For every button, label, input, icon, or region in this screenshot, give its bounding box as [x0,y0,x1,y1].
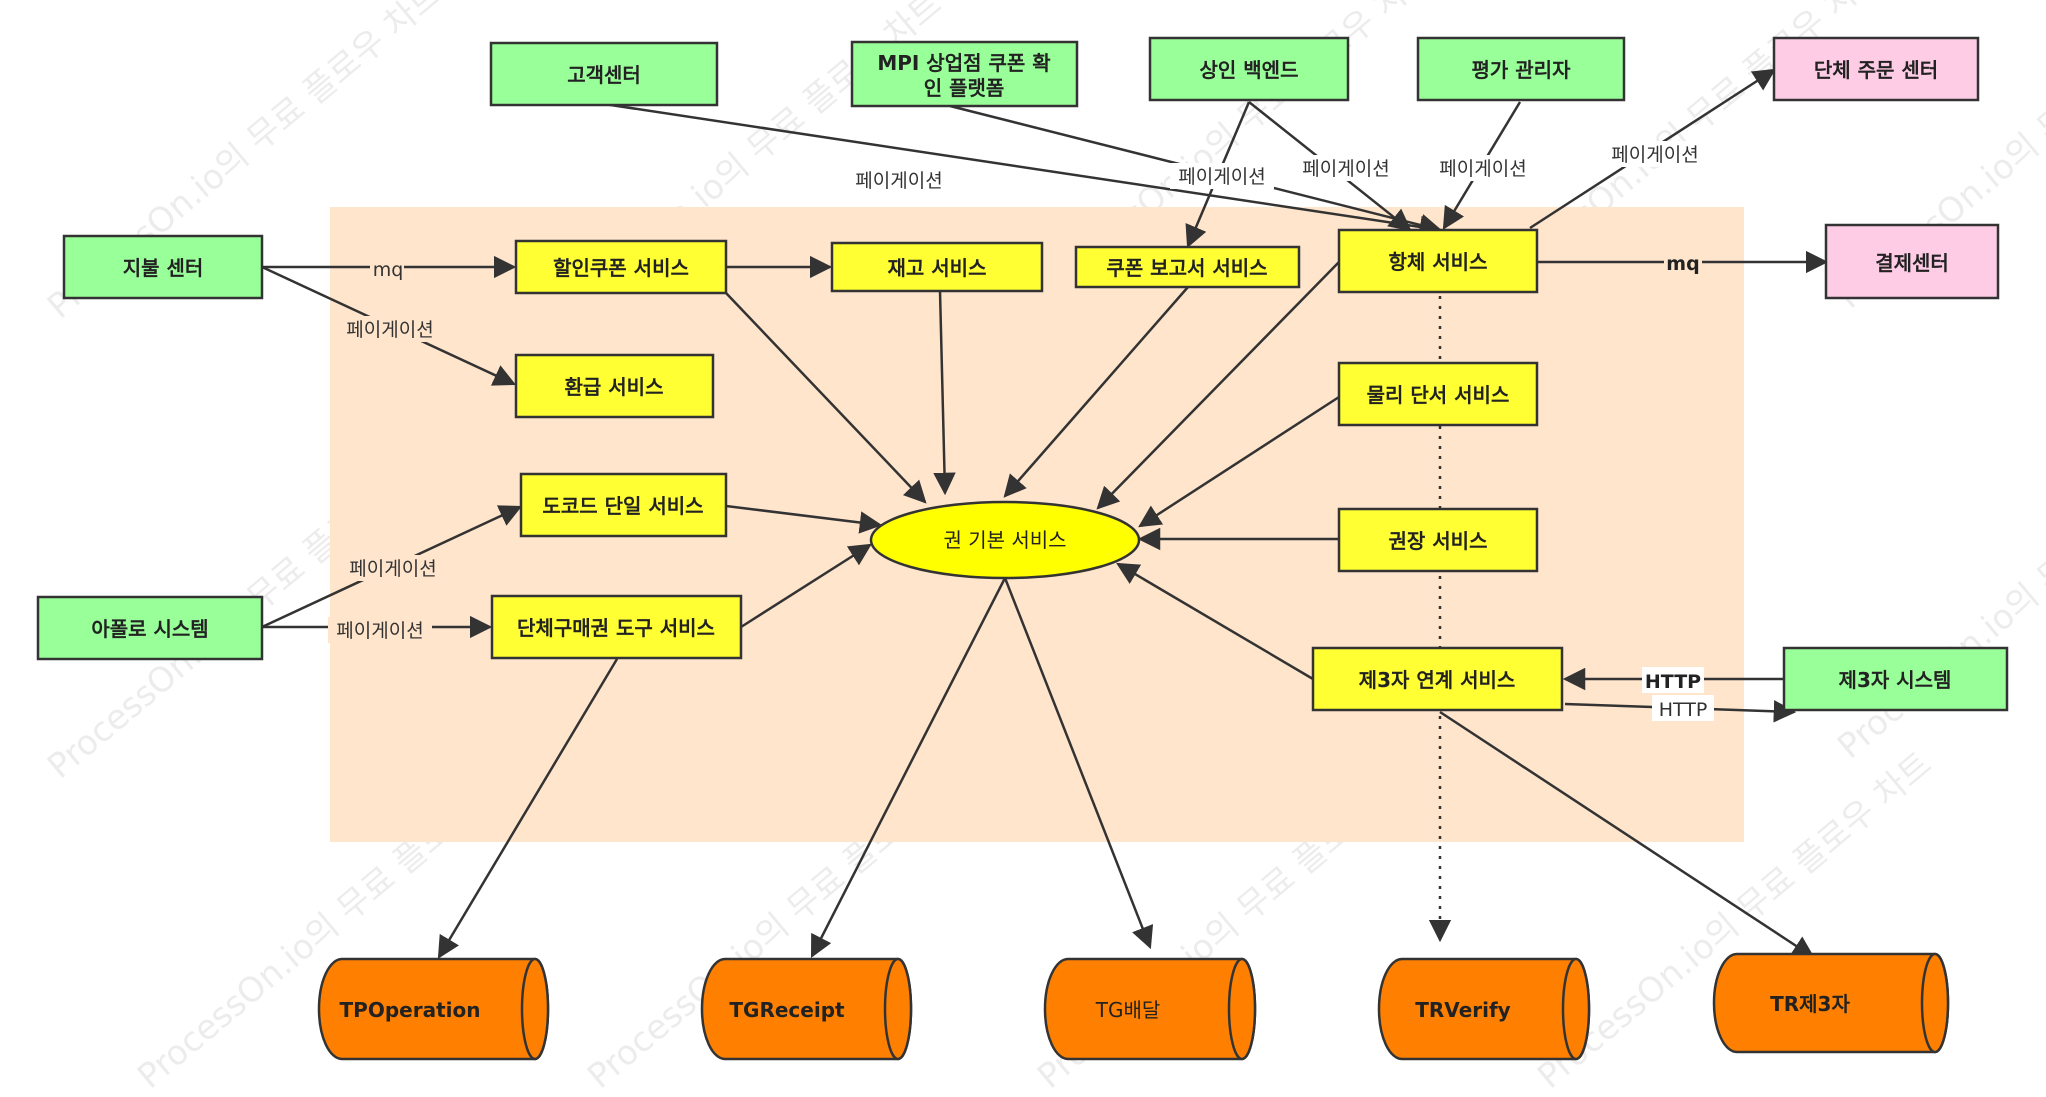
svg-text:환급 서비스: 환급 서비스 [565,375,664,399]
edge-code-single-to-base [725,504,883,534]
svg-text:제3자 연계 서비스: 제3자 연계 서비스 [1359,668,1516,692]
edge-label-mq: mq [1666,253,1699,275]
db-tr-third-party[interactable]: TR제3자 [1712,952,1950,1054]
node-payment-center[interactable]: 결제센터 [1824,223,2000,300]
edge-labels: mq 페이게이션 페이게이션 페이게이션 페이게이션 페이게이션 페이게이션 m… [328,141,1714,721]
svg-text:고객센터: 고객센터 [567,63,641,87]
edge-label-pagination: 페이게이션 [1439,158,1526,180]
svg-text:MPI 상업점 쿠폰 확: MPI 상업점 쿠폰 확 [877,51,1051,75]
svg-text:물리 단서 서비스: 물리 단서 서비스 [1367,383,1510,407]
edge-label-pagination: 페이게이션 [1302,158,1389,180]
edge-group-tool-to-base [740,543,872,629]
edge-coupon-report-to-base [1003,286,1189,498]
node-refund-service[interactable]: 환급 서비스 [514,353,715,419]
db-tr-verify[interactable]: TRVerify [1377,957,1591,1061]
db-tg-delivery[interactable]: TG배달 [1043,957,1257,1061]
node-physical-voucher-service[interactable]: 물리 단서 서비스 [1337,361,1539,427]
edge-group-tool-to-tpoperation [437,658,619,959]
edge-label-http: HTTP [1645,671,1701,693]
edge-customer-to-redemption [603,102,1443,239]
edge-label-pagination: 페이게이션 [855,170,942,192]
svg-text:제3자 시스템: 제3자 시스템 [1839,668,1952,692]
svg-text:항체 서비스: 항체 서비스 [1389,250,1488,274]
edge-label-pagination: 페이게이션 [1611,144,1698,166]
node-group-order-center[interactable]: 단체 주문 센터 [1772,36,1980,102]
node-customer-center[interactable]: 고객센터 [489,41,719,107]
edge-discount-to-base [725,292,927,504]
svg-text:할인쿠폰 서비스: 할인쿠폰 서비스 [553,256,689,280]
edge-base-to-tgreceipt [810,577,1007,959]
edge-label-pagination: 페이게이션 [336,620,423,642]
svg-text:도코드 단일 서비스: 도코드 단일 서비스 [542,494,703,518]
node-inventory-service[interactable]: 재고 서비스 [830,241,1044,293]
edges [261,68,1829,959]
node-recommend-service[interactable]: 권장 서비스 [1337,507,1539,573]
node-apollo-system[interactable]: 아폴로 시스템 [36,595,264,661]
edge-inventory-to-base [933,290,956,496]
svg-text:지불 센터: 지불 센터 [123,256,204,280]
svg-text:단체구매권 도구 서비스: 단체구매권 도구 서비스 [517,616,715,640]
node-discount-coupon-service[interactable]: 할인쿠폰 서비스 [514,239,728,295]
edge-link-to-trthird [1439,710,1815,959]
nodes: 고객센터 MPI 상업점 쿠폰 확 인 플랫폼 상인 백엔드 평가 관리자 지불… [36,36,2009,712]
node-group-voucher-tool-service[interactable]: 단체구매권 도구 서비스 [490,594,743,660]
edge-label-http: HTTP [1659,699,1708,721]
node-merchant-backend[interactable]: 상인 백엔드 [1148,36,1350,102]
db-tg-receipt[interactable]: TGReceipt [700,957,913,1061]
db-tp-operation[interactable]: TPOperation [317,957,550,1061]
svg-text:인 플랫폼: 인 플랫폼 [924,76,1005,100]
node-voucher-base-service[interactable]: 권 기본 서비스 [869,500,1141,580]
svg-text:재고 서비스: 재고 서비스 [888,256,987,280]
svg-text:ProcessOn.io의 무료 플로우 차트: ProcessOn.io의 무료 플로우 차트 [1830,414,2046,767]
node-mpi-platform[interactable]: MPI 상업점 쿠폰 확 인 플랫폼 [850,40,1079,108]
edge-physical-to-base [1138,395,1340,528]
svg-text:평가 관리자: 평가 관리자 [1472,58,1572,82]
node-third-party-system[interactable]: 제3자 시스템 [1782,646,2009,712]
node-billing-center[interactable]: 지불 센터 [62,234,264,300]
svg-text:TPOperation: TPOperation [340,998,481,1022]
edge-label-pagination: 페이게이션 [346,319,433,341]
node-code-single-service[interactable]: 도코드 단일 서비스 [519,472,728,538]
node-review-admin[interactable]: 평가 관리자 [1416,36,1626,102]
node-redemption-service[interactable]: 항체 서비스 [1337,228,1539,294]
svg-text:결제센터: 결제센터 [1875,251,1949,275]
svg-text:권장 서비스: 권장 서비스 [1389,529,1488,553]
svg-text:TR제3자: TR제3자 [1770,992,1850,1016]
svg-text:단체 주문 센터: 단체 주문 센터 [1814,58,1938,82]
svg-text:TGReceipt: TGReceipt [729,998,845,1022]
edge-label-pagination: 페이게이션 [349,558,436,580]
svg-text:아폴로 시스템: 아폴로 시스템 [91,617,208,641]
svg-text:TG배달: TG배달 [1095,998,1161,1022]
edge-redemption-to-base [1096,261,1340,510]
edge-base-to-tgdelivery [1003,577,1154,950]
edge-label-pagination: 페이게이션 [1178,166,1265,188]
databases: TPOperation TGReceipt TG배달 TRVerify TR제3… [317,952,1950,1061]
svg-text:TRVerify: TRVerify [1415,998,1510,1022]
edge-third-link-to-base [1116,562,1314,681]
svg-text:권 기본 서비스: 권 기본 서비스 [943,528,1066,552]
svg-text:상인 백엔드: 상인 백엔드 [1200,58,1299,82]
node-third-party-link-service[interactable]: 제3자 연계 서비스 [1311,646,1564,712]
node-coupon-report-service[interactable]: 쿠폰 보고서 서비스 [1074,245,1301,289]
edge-label-mq: mq [373,259,404,281]
svg-text:쿠폰 보고서 서비스: 쿠폰 보고서 서비스 [1106,256,1267,280]
